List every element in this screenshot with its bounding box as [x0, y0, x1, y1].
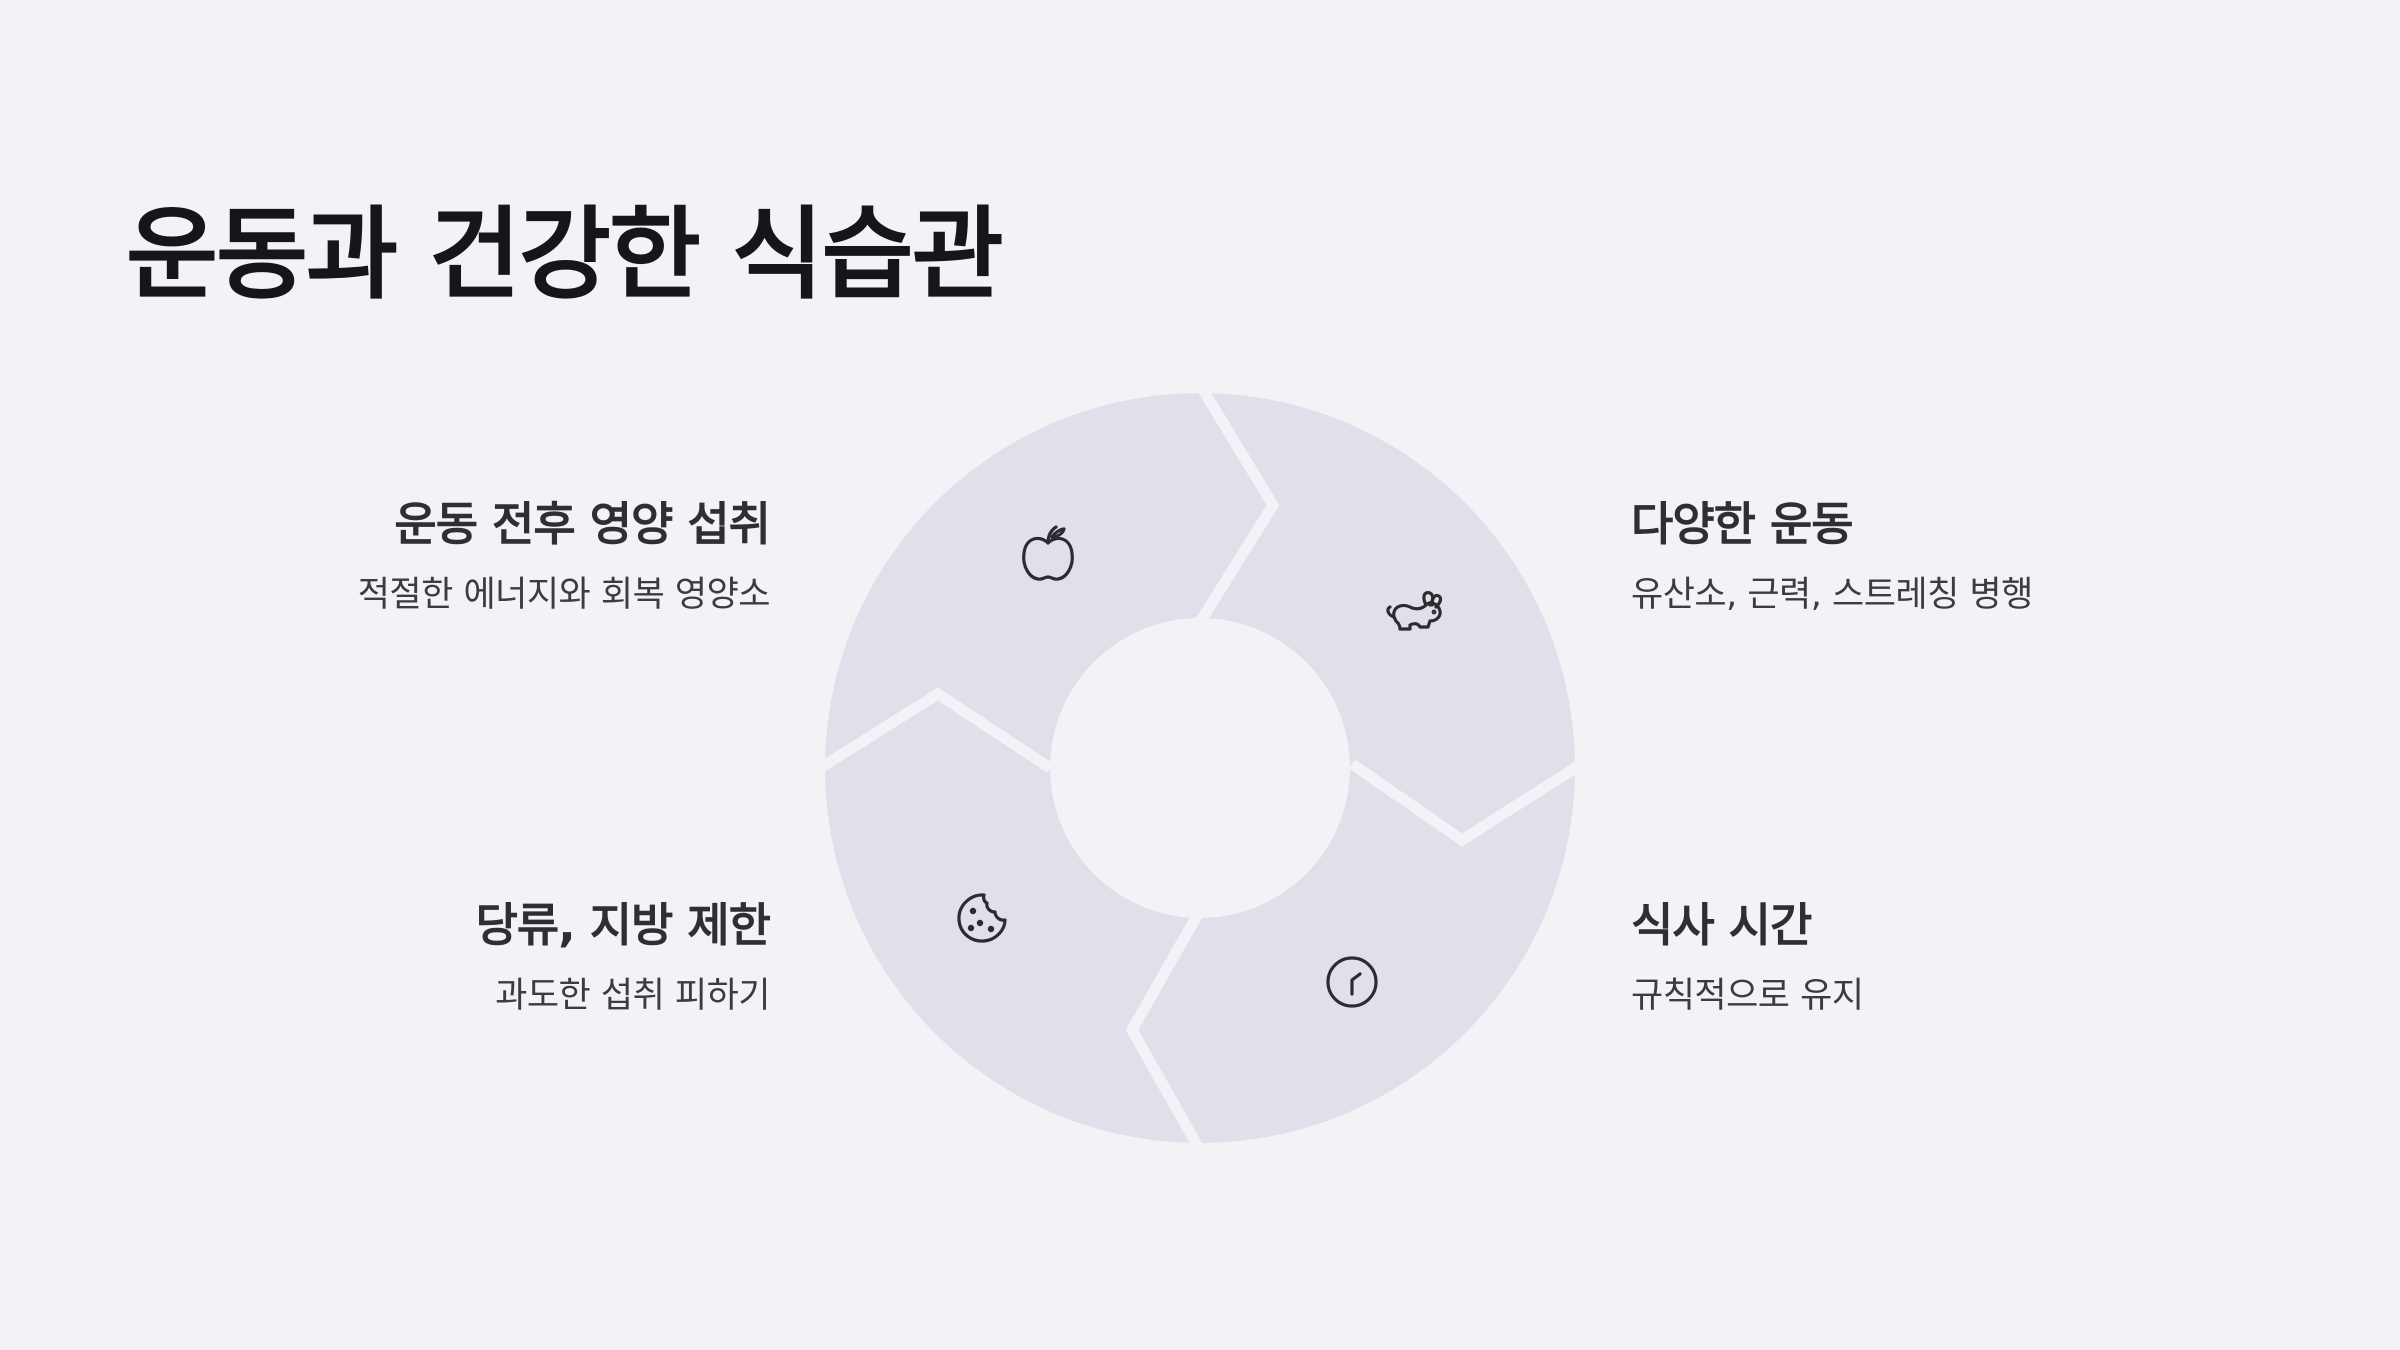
diagram-item-pre-post-nutrition: 운동 전후 영양 섭취 적절한 에너지와 회복 영양소 [210, 497, 771, 616]
ring-segment-top-right [1200, 393, 1575, 768]
item-description: 과도한 섭취 피하기 [495, 976, 770, 1017]
item-heading: 운동 전후 영양 섭취 [394, 497, 771, 551]
rabbit-icon [1386, 591, 1443, 631]
ring-segment-top-left [825, 393, 1200, 768]
item-heading: 다양한 운동 [1631, 497, 1854, 551]
item-description: 규칙적으로 유지 [1631, 976, 1864, 1017]
separator-top [1195, 382, 1280, 625]
ring-segment-bottom-right [1200, 768, 1575, 1143]
item-description: 적절한 에너지와 회복 영양소 [357, 575, 771, 616]
ring-separators [814, 382, 1586, 1153]
ring-segments [825, 393, 1575, 1143]
cookie-icon [957, 893, 1007, 943]
page-title: 운동과 건강한 식습관 [126, 196, 1004, 313]
diagram-item-varied-exercise: 다양한 운동 유산소, 근력, 스트레칭 병행 [1631, 497, 2191, 616]
separator-bottom [1125, 911, 1205, 1153]
separator-left [814, 687, 1054, 775]
separator-right [1348, 758, 1586, 847]
apple-icon [1022, 525, 1074, 581]
clock-icon [1326, 956, 1378, 1008]
item-heading: 식사 시간 [1631, 898, 1812, 952]
item-heading: 당류, 지방 제한 [475, 898, 771, 952]
diagram-item-limit-sugar-fat: 당류, 지방 제한 과도한 섭취 피하기 [210, 898, 771, 1017]
diagram-item-meal-time: 식사 시간 규칙적으로 유지 [1631, 898, 2191, 1017]
ring-segment-bottom-left [825, 768, 1200, 1143]
item-description: 유산소, 근력, 스트레칭 병행 [1631, 575, 2033, 616]
